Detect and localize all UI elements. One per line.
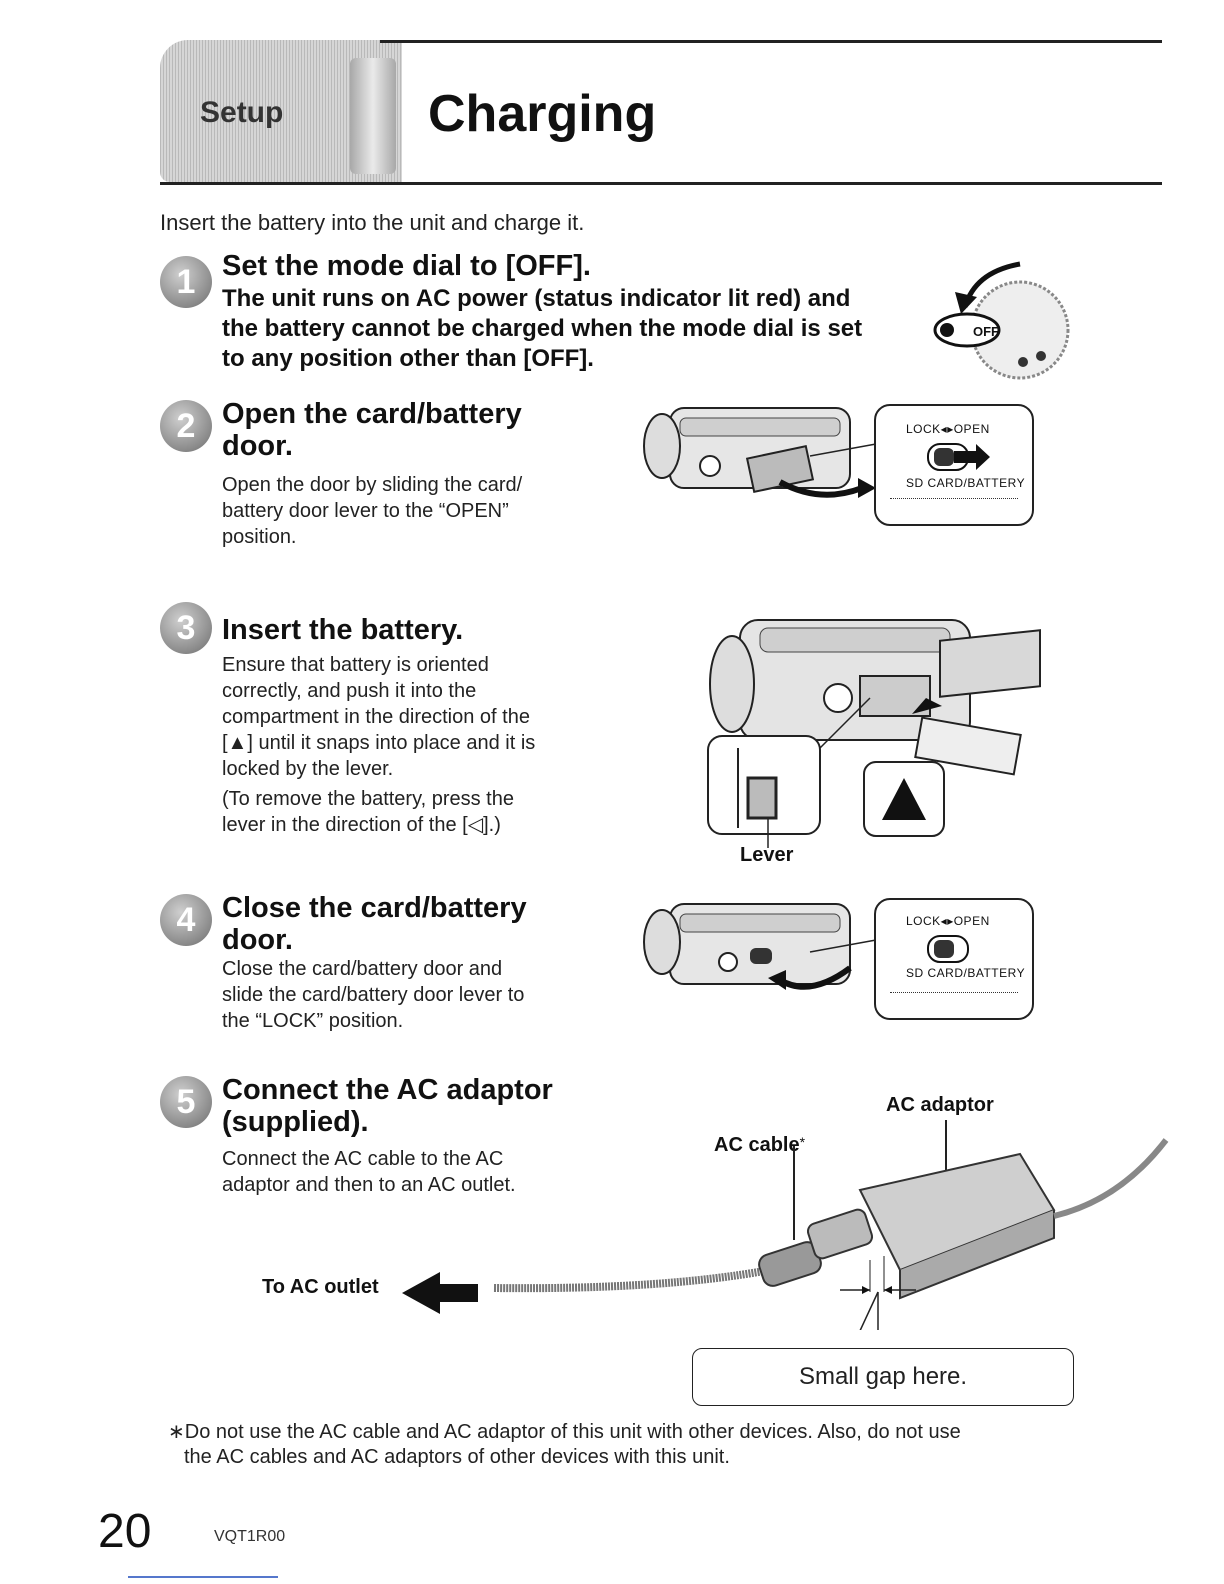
lever-open-callout: LOCK◂▸OPEN SD CARD/BATTERY	[874, 404, 1034, 526]
footnote: ∗Do not use the AC cable and AC adaptor …	[168, 1421, 961, 1468]
step-badge-4: 4	[160, 894, 212, 946]
lever-slide-lock-icon	[927, 935, 969, 963]
step-note-1: The unit runs on AC power (status indica…	[222, 285, 863, 372]
step-body-2: Open the door by sliding the card/ batte…	[222, 474, 523, 548]
step-body-3: Ensure that battery is oriented correctl…	[222, 654, 536, 780]
lever-label: Lever	[740, 844, 794, 866]
mode-dial-figure: OFF	[933, 261, 1070, 380]
insert-direction-icon	[882, 778, 926, 820]
step-body-4: Close the card/battery door and slide th…	[222, 958, 525, 1032]
section-number: 1	[350, 58, 396, 174]
step-title-3: Insert the battery.	[222, 614, 464, 646]
small-gap-callout: Small gap here.	[692, 1348, 1074, 1406]
step-badge-1: 1	[160, 256, 212, 308]
step-body-3-remove: (To remove the battery, press the lever …	[222, 788, 514, 836]
header-top-rule	[380, 40, 1162, 43]
intro-text: Insert the battery into the unit and cha…	[160, 210, 585, 235]
sd-card-battery-label-2: SD CARD/BATTERY	[906, 966, 1026, 980]
header-bottom-rule	[160, 182, 1162, 185]
section-label: Setup	[200, 96, 284, 129]
page-title: Charging	[428, 85, 657, 143]
callout-divider	[890, 498, 1018, 499]
step-badge-3: 3	[160, 602, 212, 654]
step-badge-5: 5	[160, 1076, 212, 1128]
footer-rule	[128, 1576, 278, 1578]
callout-divider-2	[890, 992, 1018, 993]
page-number: 20	[98, 1505, 152, 1558]
step-title-5: Connect the AC adaptor (supplied).	[222, 1074, 553, 1138]
step-badge-2: 2	[160, 400, 212, 452]
step-body-5: Connect the AC cable to the AC adaptor a…	[222, 1148, 516, 1196]
camcorder-closed-figure	[643, 903, 877, 990]
dial-off-label: OFF	[973, 324, 999, 339]
step-title-1: Set the mode dial to [OFF].	[222, 250, 591, 282]
lever-lock-callout: LOCK◂▸OPEN SD CARD/BATTERY	[874, 898, 1034, 1020]
battery-insert-figure	[707, 619, 1041, 848]
to-ac-outlet-label: To AC outlet	[262, 1276, 379, 1298]
sd-card-battery-label: SD CARD/BATTERY	[906, 476, 1026, 490]
ac-adaptor-figure	[493, 1120, 1169, 1330]
lock-open-label-2: LOCK◂▸OPEN	[906, 914, 990, 928]
step-title-2: Open the card/battery door.	[222, 398, 522, 462]
small-gap-text: Small gap here.	[798, 1363, 968, 1390]
left-arrow-icon	[402, 1272, 478, 1314]
ac-cable-label: AC cable*	[714, 1134, 806, 1156]
lock-open-label: LOCK◂▸OPEN	[906, 422, 990, 436]
lever-slide-open-icon	[927, 443, 990, 471]
ac-adaptor-label: AC adaptor	[886, 1094, 994, 1116]
camcorder-open-figure	[643, 407, 877, 498]
step-title-4: Close the card/battery door.	[222, 892, 527, 956]
document-code: VQT1R00	[214, 1528, 286, 1545]
